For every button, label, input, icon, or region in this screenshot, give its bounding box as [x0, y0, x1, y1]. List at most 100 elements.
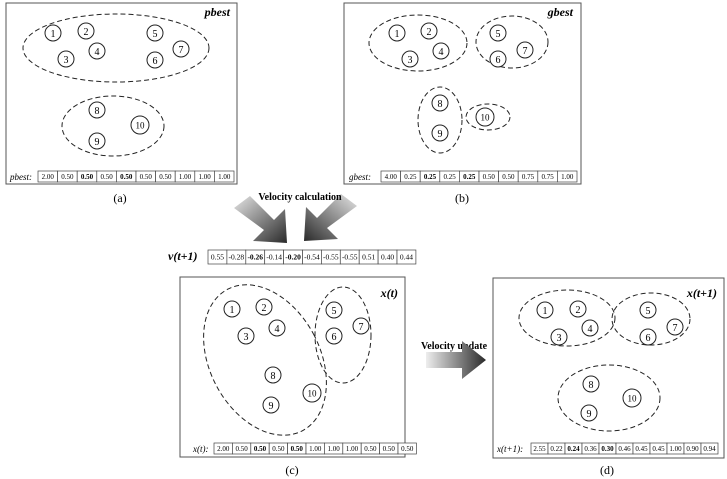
panel-d-title: x(t+1) — [686, 286, 717, 300]
svg-text:10: 10 — [481, 113, 491, 123]
value-cell-text: 0.25 — [404, 173, 417, 181]
node-5: 5 — [146, 24, 164, 42]
panel-d: x(t+1) 1 2 3 4 5 6 7 8 9 10 x(t+1): 2.55… — [492, 277, 725, 459]
node-8: 8 — [582, 375, 600, 393]
value-cell-text: 1.00 — [327, 445, 340, 453]
value-cell-text: 0.24 — [567, 445, 580, 453]
node-5: 5 — [489, 24, 507, 42]
value-cell-text: 0.75 — [522, 173, 535, 181]
value-cell-text: 0.45 — [635, 445, 648, 453]
svg-text:7: 7 — [523, 46, 528, 57]
value-cell — [557, 170, 578, 183]
node-3: 3 — [57, 50, 75, 68]
value-cell-text: 1.00 — [198, 173, 211, 181]
value-cell-text: 0.50 — [100, 173, 113, 181]
svg-text:5: 5 — [332, 306, 337, 317]
svg-text:3: 3 — [557, 333, 562, 344]
value-cell-text: 2.00 — [42, 173, 55, 181]
arrow-right-diagonal — [304, 194, 357, 241]
node-1: 1 — [223, 300, 241, 318]
arrow-right — [426, 341, 486, 379]
cluster-ellipse — [611, 292, 691, 346]
node-3: 3 — [550, 328, 568, 346]
svg-text:8: 8 — [589, 380, 594, 391]
arrow-left-diagonal — [234, 196, 287, 243]
cluster-ellipse — [314, 286, 372, 384]
node-2: 2 — [420, 22, 438, 40]
value-cell-text: 0.50 — [61, 173, 74, 181]
svg-text:7: 7 — [359, 322, 364, 333]
value-cell-text: 0.50 — [502, 173, 515, 181]
panel-c-row-label: x(t): — [192, 444, 209, 454]
svg-text:7: 7 — [179, 45, 184, 56]
cluster-ellipse — [557, 364, 661, 432]
svg-text:10: 10 — [136, 121, 146, 131]
value-cell-text: -0.55 — [342, 253, 358, 262]
value-cell-text: 0.45 — [652, 445, 665, 453]
panel-b-title: gbest — [547, 5, 574, 19]
svg-text:3: 3 — [244, 332, 249, 343]
node-6: 6 — [489, 50, 507, 68]
svg-text:8: 8 — [95, 106, 100, 117]
value-cell-text: 0.75 — [541, 173, 554, 181]
panel-b-caption: (b) — [455, 191, 469, 205]
value-cell-text: 0.25 — [463, 173, 476, 181]
cluster-ellipse — [518, 289, 616, 347]
svg-text:6: 6 — [646, 333, 651, 344]
node-10: 10 — [475, 107, 495, 127]
node-6: 6 — [146, 51, 164, 69]
value-cell-text: 0.50 — [254, 445, 267, 453]
node-7: 7 — [352, 317, 370, 335]
svg-text:5: 5 — [496, 29, 501, 40]
svg-text:8: 8 — [271, 371, 276, 382]
value-cell — [700, 442, 719, 455]
node-2: 2 — [255, 298, 273, 316]
svg-text:9: 9 — [269, 401, 274, 412]
value-cell-text: 1.00 — [218, 173, 231, 181]
value-cell-text: 4.00 — [385, 173, 398, 181]
node-5: 5 — [639, 301, 657, 319]
value-cell-text: 0.50 — [364, 445, 377, 453]
value-cell-text: 2.00 — [217, 445, 230, 453]
node-6: 6 — [639, 328, 657, 346]
value-cell — [397, 442, 417, 455]
node-5: 5 — [325, 301, 343, 319]
svg-text:1: 1 — [395, 29, 400, 40]
value-cell-text: 0.50 — [272, 445, 285, 453]
velocity-calculation-label: Velocity calculation — [258, 192, 342, 203]
value-cell-text: 0.55 — [211, 253, 224, 262]
panel-d-frame — [492, 277, 725, 459]
svg-text:3: 3 — [408, 55, 413, 66]
svg-text:2: 2 — [84, 27, 89, 38]
svg-text:9: 9 — [438, 129, 443, 140]
value-cell-text: 1.00 — [179, 173, 192, 181]
node-8: 8 — [88, 101, 106, 119]
node-8: 8 — [431, 94, 449, 112]
node-1: 1 — [44, 24, 62, 42]
node-2: 2 — [569, 300, 587, 318]
panel-d-row-label: x(t+1): — [496, 444, 523, 454]
svg-text:7: 7 — [673, 323, 678, 334]
value-cell-text: -0.54 — [304, 253, 320, 262]
value-cell-text: 0.36 — [584, 445, 597, 453]
node-3: 3 — [401, 50, 419, 68]
svg-text:6: 6 — [496, 55, 501, 66]
node-7: 7 — [516, 41, 534, 59]
node-4: 4 — [432, 42, 450, 60]
value-cell-text: 0.40 — [381, 253, 394, 262]
node-1: 1 — [388, 24, 406, 42]
value-cell-text: 2.55 — [533, 445, 546, 453]
velocity-calculation-arrows: Velocity calculation — [234, 192, 357, 243]
value-cell — [214, 170, 235, 183]
svg-text:2: 2 — [576, 305, 581, 316]
node-9: 9 — [431, 124, 449, 142]
value-cell-text: -0.28 — [229, 253, 245, 262]
node-8: 8 — [264, 366, 282, 384]
cluster-ellipse — [475, 15, 549, 69]
